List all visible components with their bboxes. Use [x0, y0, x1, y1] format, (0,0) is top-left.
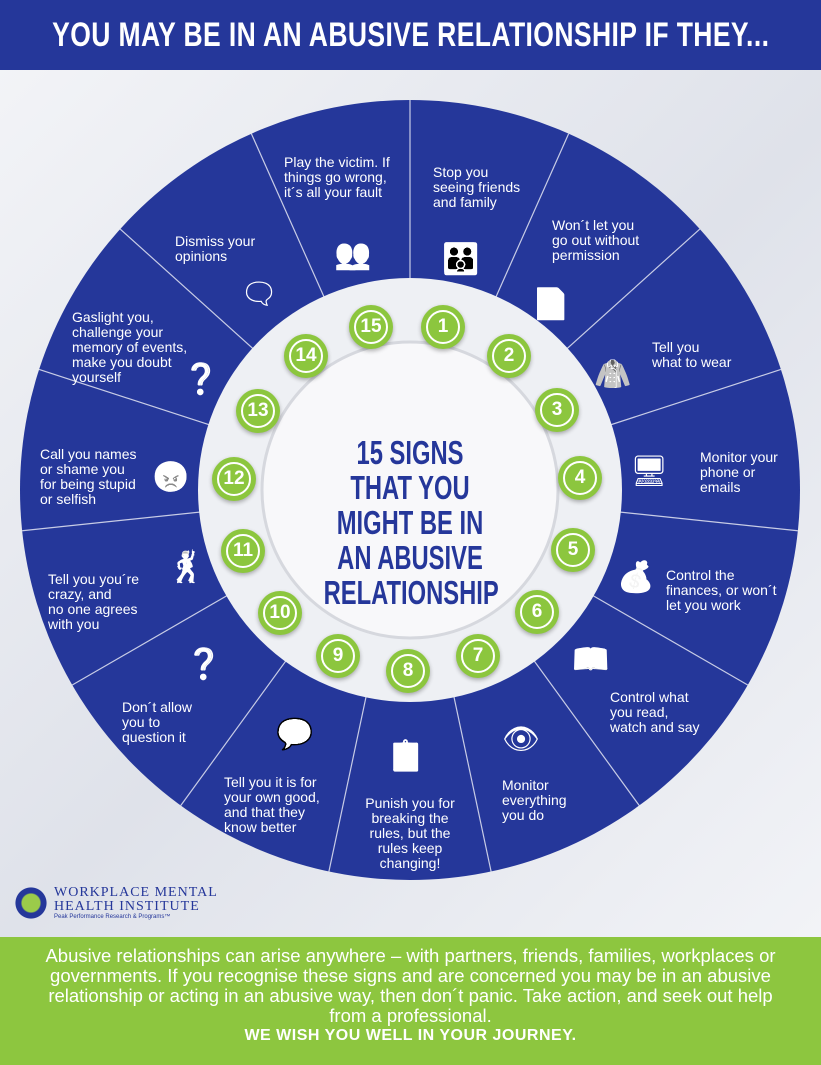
sign-number: 12 [217, 462, 251, 496]
angry-face-icon: 😠 [152, 461, 190, 494]
logo-mark-icon [14, 884, 48, 922]
family-icon: 👪 [442, 243, 480, 276]
confusion-icon: ❔ [182, 363, 220, 396]
sign-number: 5 [556, 533, 590, 567]
sign-number-badge: 14 [284, 334, 328, 378]
sign-text: Stop you seeing friends and family [433, 164, 521, 210]
dancing-people-icon: 🕺 [168, 551, 206, 584]
sign-text: Dismiss your opinions [175, 233, 256, 264]
sign-number: 10 [263, 596, 297, 630]
sign-text: Control what you read, watch and say [610, 689, 700, 735]
sign-text: Don´t allow you to question it [122, 699, 193, 745]
surveillance-eye-icon: 👁 [502, 723, 541, 756]
sign-text: Won´t let you go out without permission [552, 217, 640, 263]
logo: WORKPLACE MENTAL HEALTH INSTITUTE Peak P… [14, 884, 218, 922]
sign-number: 1 [426, 310, 460, 344]
money-bag-icon: 💰 [617, 561, 655, 594]
stamped-document-icon: 📄 [532, 288, 570, 321]
footer-closing: WE WISH YOU WELL IN YOUR JOURNEY. [244, 1027, 577, 1044]
sign-number: 4 [563, 461, 597, 495]
sign-text: Play the victim. If things go wrong, it´… [284, 154, 390, 200]
rules-document-icon: 📋 [387, 740, 425, 773]
footer: Abusive relationships can arise anywhere… [0, 937, 821, 1065]
speech-person-icon: 🗨 [240, 278, 279, 311]
sign-text: Monitor your phone or emails [700, 449, 778, 495]
sign-text: Call you names or shame you for being st… [40, 446, 137, 507]
sign-number-badge: 13 [236, 389, 280, 433]
sign-number: 13 [241, 394, 275, 428]
sign-number: 7 [461, 639, 495, 673]
sign-number: 3 [540, 393, 574, 427]
sign-number-badge: 9 [316, 634, 360, 678]
sign-number: 8 [391, 654, 425, 688]
sign-number-badge: 12 [212, 457, 256, 501]
signs-wheel [20, 100, 800, 880]
sign-number: 11 [226, 534, 260, 568]
sign-number-badge: 5 [551, 528, 595, 572]
sign-number: 14 [289, 339, 323, 373]
sign-text: Tell you it is for your own good, and th… [224, 774, 320, 835]
sign-number-badge: 3 [535, 388, 579, 432]
page-title: YOU MAY BE IN AN ABUSIVE RELATIONSHIP IF… [51, 15, 770, 54]
jacket-icon: 🧥 [594, 358, 632, 391]
header-banner: YOU MAY BE IN AN ABUSIVE RELATIONSHIP IF… [0, 0, 821, 70]
conversation-icon: 💬 [276, 718, 314, 751]
sign-number-badge: 10 [258, 591, 302, 635]
sign-number: 6 [520, 595, 554, 629]
logo-line2: HEALTH INSTITUTE [54, 899, 200, 914]
computer-email-icon: 🖥 [630, 455, 669, 488]
sign-number-badge: 1 [421, 305, 465, 349]
sign-text: Control the finances, or won´t let you w… [666, 567, 777, 613]
center-title: 15 SIGNS THAT YOU MIGHT BE IN AN ABUSIVE… [323, 434, 499, 611]
sign-text: Tell you what to wear [652, 339, 732, 370]
sign-number-badge: 15 [349, 305, 393, 349]
sign-number-badge: 7 [456, 634, 500, 678]
sign-number: 2 [492, 339, 526, 373]
sign-number: 15 [354, 310, 388, 344]
question-person-icon: ❓ [185, 648, 223, 681]
sign-number-badge: 8 [386, 649, 430, 693]
sign-number-badge: 6 [515, 590, 559, 634]
sign-number-badge: 11 [221, 529, 265, 573]
sign-text: Punish you for breaking the rules, but t… [365, 795, 455, 871]
victim-group-icon: 👥 [334, 238, 372, 271]
logo-line1: WORKPLACE MENTAL [54, 885, 218, 900]
sign-number: 9 [321, 639, 355, 673]
wheel-plate [260, 340, 560, 640]
sign-text: Monitor everything you do [502, 777, 567, 823]
sign-number-badge: 4 [558, 456, 602, 500]
sign-number-badge: 2 [487, 334, 531, 378]
logo-tagline: Peak Performance Research & Programs™ [54, 914, 171, 920]
sign-text: Tell you you´re crazy, and no one agrees… [48, 571, 140, 632]
footer-text: Abusive relationships can arise anywhere… [45, 945, 776, 1026]
sign-text: Gaslight you, challenge your memory of e… [72, 309, 188, 385]
reading-person-icon: 📖 [572, 643, 610, 676]
